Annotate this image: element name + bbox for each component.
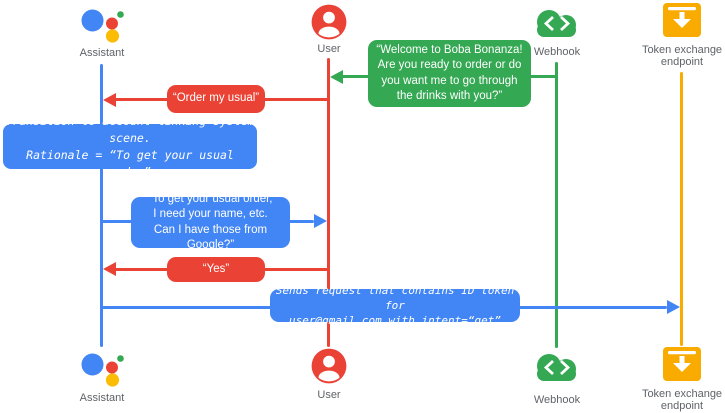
webhook-icon xyxy=(537,10,576,37)
ask-permission-arrowhead-icon xyxy=(314,214,327,228)
welcome-arrowhead-icon xyxy=(330,69,343,84)
yes-arrowhead-icon xyxy=(103,262,116,276)
webhook-icon xyxy=(537,354,576,381)
webhook-label-top: Webhook xyxy=(533,46,581,58)
yes-message-bubble: “Yes” xyxy=(167,257,265,282)
order-usual-message-bubble: “Order my usual” xyxy=(167,85,265,113)
token-endpoint-icon xyxy=(663,3,701,37)
user-icon xyxy=(311,4,347,40)
token-endpoint-label-top: Token exchange endpoint xyxy=(641,44,723,68)
webhook-lifeline xyxy=(555,62,558,348)
user-icon xyxy=(311,348,347,384)
send-request-arrowhead-icon xyxy=(667,300,680,314)
welcome-message-bubble: “Welcome to Boba Bonanza! Are you ready … xyxy=(368,40,531,107)
send-request-message-bubble: Sends request that contains ID token for… xyxy=(270,284,520,327)
token-endpoint-icon xyxy=(663,347,701,381)
assistant-icon xyxy=(81,9,124,43)
ask-permission-message-bubble: “To get your usual order, I need your na… xyxy=(131,193,290,251)
user-label-top: User xyxy=(317,43,341,55)
token-endpoint-label-bottom: Token exchange endpoint xyxy=(641,388,723,412)
user-label-bottom: User xyxy=(317,389,341,401)
assistant-lifeline xyxy=(100,64,103,347)
webhook-label-bottom: Webhook xyxy=(533,394,581,406)
assistant-label-top: Assistant xyxy=(79,47,125,59)
assistant-label-bottom: Assistant xyxy=(79,392,125,404)
token-endpoint-lifeline xyxy=(680,72,683,346)
assistant-icon xyxy=(81,353,124,387)
order-usual-arrowhead-icon xyxy=(103,92,116,107)
user-lifeline xyxy=(327,58,330,347)
transition-note: Transition to account linking system sce… xyxy=(3,114,257,179)
